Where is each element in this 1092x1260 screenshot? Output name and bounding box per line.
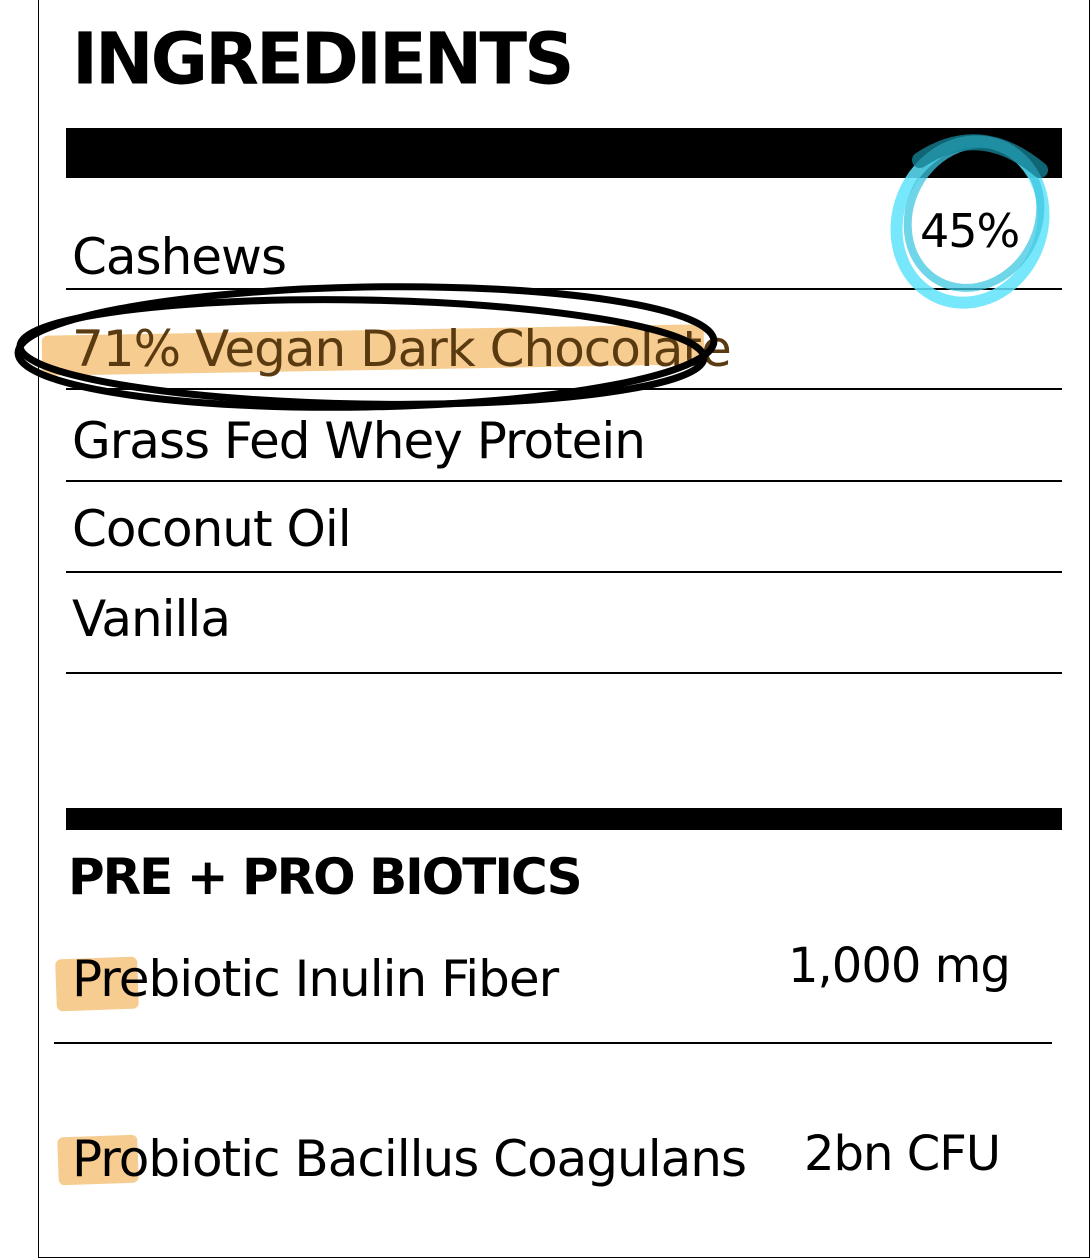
row-divider bbox=[66, 480, 1062, 482]
ingredient-coconut-oil: Coconut Oil bbox=[72, 500, 352, 558]
ingredient-dark-chocolate: 71% Vegan Dark Chocolate bbox=[72, 320, 732, 378]
ingredient-whey-protein: Grass Fed Whey Protein bbox=[72, 412, 646, 470]
row-divider bbox=[66, 571, 1062, 573]
label-frame bbox=[38, 0, 1090, 1258]
cashews-percent: 45% bbox=[920, 204, 1020, 258]
top-divider-bar bbox=[66, 128, 1062, 178]
biotic-probiotic-name: Probiotic Bacillus Coagulans bbox=[72, 1130, 747, 1188]
biotic-row-divider bbox=[54, 1042, 1052, 1044]
biotics-title: PRE + PRO BIOTICS bbox=[68, 848, 583, 906]
biotic-prebiotic-name: Prebiotic Inulin Fiber bbox=[72, 950, 559, 1008]
row-divider bbox=[66, 388, 1062, 390]
biotic-probiotic-amount: 2bn CFU bbox=[804, 1126, 1001, 1182]
row-divider bbox=[66, 672, 1062, 674]
row-divider bbox=[66, 288, 1062, 290]
ingredient-cashews: Cashews bbox=[72, 228, 287, 286]
ingredients-title: INGREDIENTS bbox=[72, 17, 575, 101]
section-divider-bar bbox=[66, 808, 1062, 830]
biotic-prebiotic-amount: 1,000 mg bbox=[788, 938, 1011, 994]
ingredient-vanilla: Vanilla bbox=[72, 590, 231, 648]
